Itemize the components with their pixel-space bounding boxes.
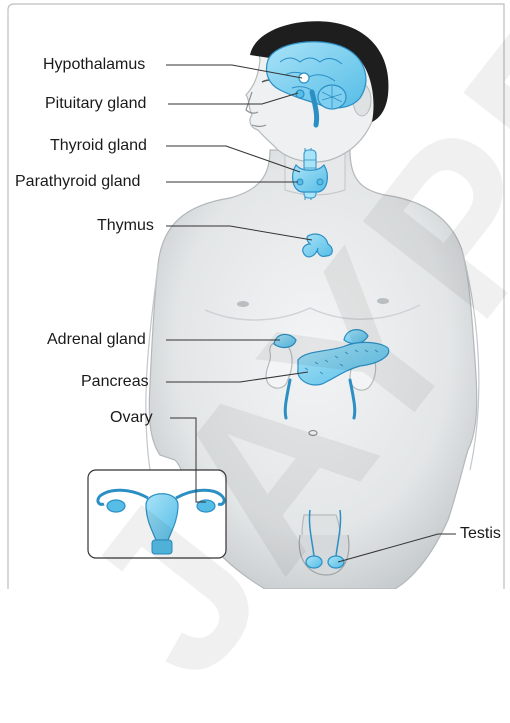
left-testis [306, 556, 322, 568]
cervix [152, 540, 172, 554]
right-nipple [377, 298, 389, 304]
label-testis: Testis [460, 525, 501, 543]
left-ovary [107, 500, 125, 512]
label-thymus: Thymus [97, 217, 154, 235]
label-parathyroid-gland: Parathyroid gland [15, 173, 140, 191]
label-thyroid-gland: Thyroid gland [50, 137, 147, 155]
left-nipple [237, 301, 249, 307]
label-adrenal-gland: Adrenal gland [47, 331, 146, 349]
endocrine-diagram [0, 0, 510, 589]
parathyroid-gland-2 [317, 179, 323, 185]
label-hypothalamus: Hypothalamus [43, 56, 145, 74]
right-testis [328, 556, 344, 568]
label-pituitary-gland: Pituitary gland [45, 95, 146, 113]
pituitary-gland [296, 90, 304, 98]
label-pancreas: Pancreas [81, 373, 149, 391]
left-adrenal-gland [274, 334, 296, 347]
label-ovary: Ovary [110, 409, 153, 427]
